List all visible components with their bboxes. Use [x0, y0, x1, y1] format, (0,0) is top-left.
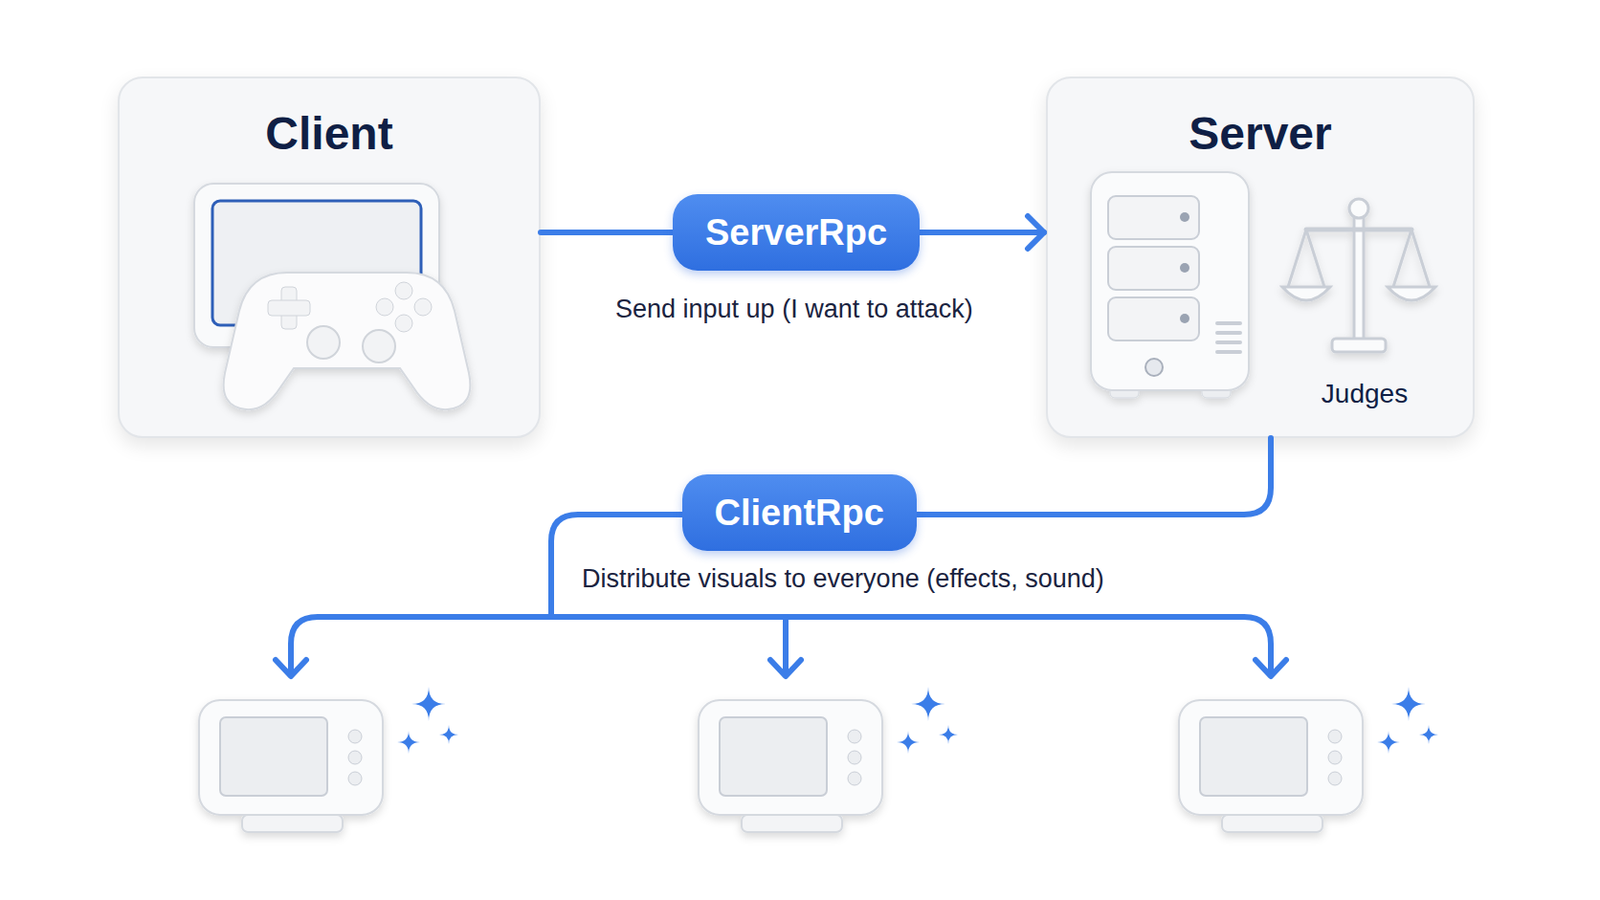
gamepad-stick [362, 330, 396, 363]
server-box: ServerJudges [1045, 76, 1475, 439]
monitor-body [199, 700, 383, 816]
sparkle [1419, 725, 1439, 745]
rpc-pill: ServerRpc [672, 194, 920, 271]
fanout-wire [290, 617, 1271, 675]
server-foot [1110, 382, 1139, 399]
sparkle [1391, 687, 1426, 722]
monitor-icon [698, 700, 883, 833]
drawer-knob [1179, 263, 1190, 273]
monitor-screen [1200, 717, 1308, 797]
icon-caption: Judges [1302, 378, 1427, 410]
arrow-head [770, 660, 801, 677]
server-drawer [1108, 246, 1200, 290]
tablet-icon [194, 183, 440, 348]
monitor-screen [719, 717, 827, 797]
tablet-body [194, 183, 440, 348]
fanout-wire [275, 438, 1287, 677]
edge-description: Distribute visuals to everyone (effects,… [581, 564, 1105, 595]
fanout-wire [551, 438, 1271, 618]
sparkle [896, 731, 920, 755]
monitor-button [847, 730, 862, 744]
server-body [1090, 172, 1249, 391]
gamepad-button [414, 298, 432, 316]
monitor-body [698, 700, 883, 816]
monitor-button [1328, 730, 1342, 744]
gamepad-icon [223, 272, 471, 410]
gamepad-body [223, 272, 471, 410]
sparkle [911, 687, 946, 722]
sparkle [439, 725, 459, 745]
scales-base [1332, 338, 1386, 353]
monitor-button [847, 772, 862, 786]
scales-pan [1282, 287, 1331, 301]
monitor-stand [1222, 815, 1323, 833]
dpad [267, 300, 311, 316]
server-drawer [1108, 297, 1200, 341]
scales-pan [1387, 287, 1436, 301]
gamepad-button [395, 314, 413, 333]
tablet-screen [212, 200, 422, 326]
sparkle [397, 731, 421, 755]
server-drawer [1108, 196, 1200, 240]
scales-icon [1282, 199, 1436, 353]
drawer-knob [1179, 313, 1190, 324]
dpad [281, 287, 297, 330]
monitor-screen [220, 717, 328, 797]
power-button [1145, 358, 1163, 377]
monitor-button [348, 772, 362, 786]
monitor-button [348, 751, 362, 765]
gamepad-button [395, 282, 413, 300]
gamepad-button [376, 298, 394, 316]
scales-string [1288, 229, 1430, 288]
arrow-head [1027, 216, 1045, 249]
monitor-icon [1178, 700, 1363, 833]
monitor-button [847, 751, 862, 765]
scales-pole [1354, 216, 1364, 341]
monitor-button [348, 730, 362, 744]
sparkle [938, 725, 958, 745]
sparkle [1377, 731, 1400, 755]
scales-knob [1349, 199, 1369, 219]
monitor-button [1328, 751, 1342, 765]
edge-description: Send input up (I want to attack) [615, 294, 974, 325]
drawer-knob [1179, 212, 1190, 223]
arrow-head [1255, 660, 1287, 677]
box-title: Server [1047, 107, 1473, 160]
sparkle-group [397, 687, 1439, 755]
fanout-wire [782, 617, 789, 675]
monitor-stand [242, 815, 343, 833]
server-foot [1201, 382, 1231, 399]
client-box: Client [117, 76, 541, 439]
server-vent [1217, 323, 1241, 353]
monitor-stand [741, 815, 843, 833]
rpc-pill: ClientRpc [682, 474, 917, 552]
gamepad-stick [307, 326, 340, 359]
monitor-body [1178, 700, 1363, 816]
server-tower-icon [1090, 172, 1249, 399]
monitor-icon [199, 700, 383, 833]
arrow-head [275, 660, 307, 677]
monitor-button [1328, 772, 1342, 786]
sparkle [411, 687, 446, 722]
box-title: Client [119, 107, 539, 160]
scales-beam [1306, 227, 1412, 233]
